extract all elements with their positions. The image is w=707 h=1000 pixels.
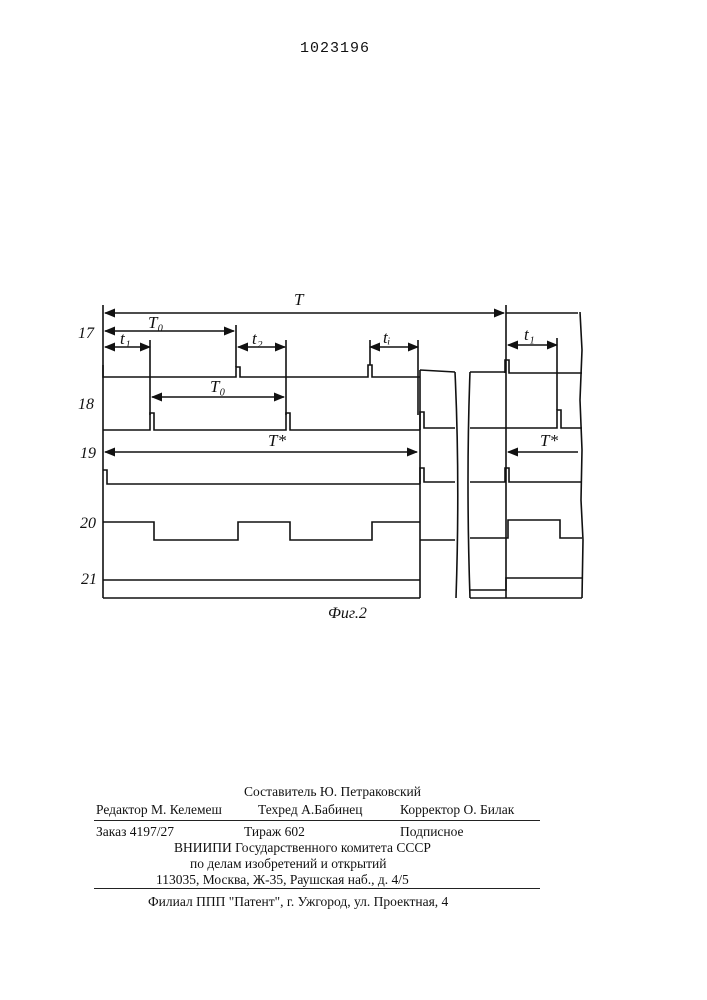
row-label-20: 20 (80, 515, 96, 532)
break-left (420, 370, 458, 598)
imprint-circulation: Тираж 602 (244, 824, 305, 840)
label-ti: tᵢ (383, 328, 390, 347)
figure-caption: Фиг.2 (328, 605, 367, 623)
imprint-rule-2 (94, 888, 540, 889)
label-Tstar-left: T* (268, 431, 286, 450)
label-Tstar-right: T* (540, 431, 558, 450)
imprint-committee: по делам изобретений и открытий (190, 856, 386, 872)
signal-18 (103, 413, 420, 430)
label-t1-right: t₁ (524, 325, 535, 344)
label-T: T (294, 290, 305, 309)
imprint-branch: Филиал ППП "Патент", г. Ужгород, ул. Про… (148, 894, 448, 910)
imprint-corrector: Корректор О. Билак (400, 802, 514, 818)
imprint-institute: ВНИИПИ Государственного комитета СССР (174, 840, 431, 856)
imprint-subscription: Подписное (400, 824, 464, 840)
timing-diagram: 17 18 19 20 21 T T₀ T₀ t₁ t₂ tᵢ t₁ T* T* (0, 0, 707, 640)
imprint-order: Заказ 4197/27 (96, 824, 174, 840)
imprint-techred: Техред А.Бабинец (258, 802, 363, 818)
frame-right (580, 312, 583, 598)
label-t2: t₂ (252, 329, 263, 348)
label-T0-top: T₀ (148, 313, 163, 332)
break-right (468, 372, 505, 598)
imprint-editor: Редактор М. Келемеш (96, 802, 222, 818)
row-label-19: 19 (80, 445, 96, 462)
label-T0-mid: T₀ (210, 377, 225, 396)
imprint-rule-1 (94, 820, 540, 821)
signal-20 (103, 522, 420, 540)
row-label-17: 17 (78, 325, 95, 342)
label-t1-left: t₁ (120, 329, 131, 348)
row-label-21: 21 (81, 571, 97, 588)
signal-19 (103, 470, 420, 484)
imprint-address: 113035, Москва, Ж-35, Раушская наб., д. … (156, 872, 409, 888)
row-label-18: 18 (78, 396, 94, 413)
imprint-compiler: Составитель Ю. Петраковский (244, 784, 421, 800)
